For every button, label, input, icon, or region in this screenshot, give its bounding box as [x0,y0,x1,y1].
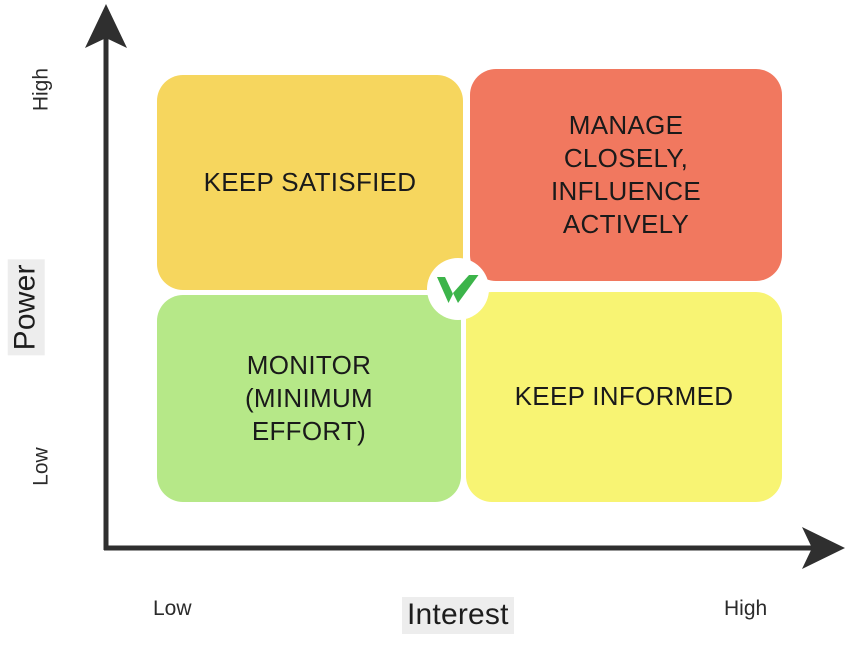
quadrant-label: KEEP INFORMED [514,381,734,412]
y-axis-tick-low: Low [29,447,53,486]
x-axis-title: Interest [402,597,514,634]
x-axis-tick-low: Low [153,597,192,620]
quadrant-keep-informed[interactable]: KEEP INFORMED [466,292,782,502]
center-badge[interactable] [427,258,489,320]
quadrant-label: KEEP SATISFIED [203,166,417,197]
quadrant-monitor[interactable]: MONITOR (MINIMUM EFFORT) [157,295,461,502]
y-axis-title: Power [7,259,45,356]
x-axis-arrowhead [802,527,845,569]
double-check-icon [437,275,479,303]
y-axis-tick-high: High [29,67,53,112]
y-axis-arrowhead [85,4,127,48]
quadrant-keep-satisfied[interactable]: KEEP SATISFIED [157,75,463,290]
quadrant-manage-closely[interactable]: MANAGE CLOSELY, INFLUENCE ACTIVELY [470,69,782,281]
quadrant-label: MONITOR (MINIMUM EFFORT) [244,349,374,446]
x-axis-tick-high: High [724,597,768,620]
quadrant-label: MANAGE CLOSELY, INFLUENCE ACTIVELY [550,109,702,240]
